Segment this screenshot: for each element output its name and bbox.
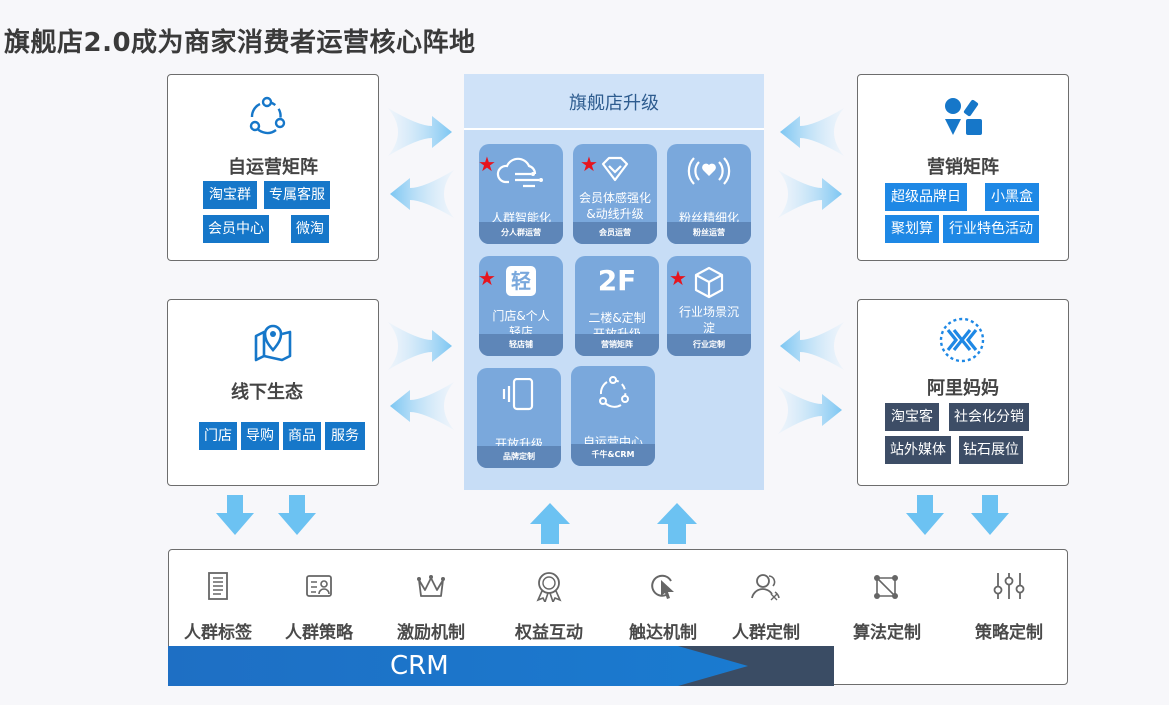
tag-member-center: 会员中心 — [203, 215, 269, 243]
arrow-left-bottom-left — [390, 382, 454, 430]
id-card-icon — [264, 570, 374, 606]
mechanism-label: 人群定制 — [732, 623, 800, 643]
tag-offsite-media: 站外媒体 — [885, 436, 951, 464]
circular-nodes-icon — [246, 95, 288, 137]
arrow-left-bottom-right — [388, 322, 452, 370]
tile-footer: 粉丝运营 — [667, 222, 751, 244]
arrow-left-top-left — [390, 170, 454, 218]
star-icon: ★ — [478, 266, 496, 290]
tag-taobaoke: 淘宝客 — [885, 403, 939, 431]
tag-weitao: 微淘 — [291, 215, 329, 243]
2f-icon: 2F — [597, 264, 637, 297]
tag-juhuasuan: 聚划算 — [885, 215, 939, 243]
arrow-left-top-right — [388, 108, 452, 156]
tag-shopping-guide: 导购 — [241, 422, 279, 450]
mechanism-label: 触达机制 — [629, 623, 697, 643]
tile-industry-scene: 行业场景沉淀 行业定制 — [667, 256, 751, 356]
mechanism-label: 权益互动 — [515, 623, 583, 643]
arrow-right-bottom-left — [780, 322, 844, 370]
tag-industry-activities: 行业特色活动 — [943, 215, 1039, 243]
marketing-panel: 营销矩阵 超级品牌日 小黑盒 聚划算 行业特色活动 — [857, 74, 1069, 261]
mechanism-label: 人群策略 — [285, 623, 353, 643]
offline-title: 线下生态 — [231, 382, 303, 403]
tile-open-upgrade: 开放升级 品牌定制 — [477, 368, 561, 468]
arrow-up-1 — [530, 503, 570, 544]
arrow-right-top-left — [780, 108, 844, 156]
tag-super-brand-day: 超级品牌日 — [885, 183, 967, 211]
tag-taobao-group: 淘宝群 — [203, 181, 257, 209]
star-icon: ★ — [478, 152, 496, 176]
map-pin-icon — [252, 320, 294, 362]
tile-self-ops-center: 自运营中心 千牛&CRM — [571, 366, 655, 466]
receipt-icon — [163, 570, 273, 606]
arrow-up-2 — [657, 503, 697, 544]
crm-arrow — [168, 646, 748, 686]
tile-footer: 品牌定制 — [477, 446, 561, 468]
phone-vibrate-icon — [477, 377, 561, 416]
circular-nodes-icon — [571, 376, 655, 414]
tile-label: 会员体感强化&动线升级 — [578, 191, 651, 221]
tile-footer: 行业定制 — [667, 334, 751, 356]
tile-footer: 轻店铺 — [479, 334, 563, 356]
qing-icon: 轻 — [479, 266, 563, 296]
tile-footer: 分人群运营 — [479, 222, 563, 244]
arrow-down-2 — [278, 495, 316, 535]
tag-goods: 商品 — [283, 422, 321, 450]
arrow-right-top-right — [778, 170, 842, 218]
cloud-circuit-icon — [479, 154, 563, 194]
mechanism-label: 人群标签 — [184, 623, 252, 643]
mechanism-label: 激励机制 — [397, 623, 465, 643]
tile-fans-refinement: 粉丝精细化 粉丝运营 — [667, 144, 751, 244]
alimama-panel: 阿里妈妈 淘宝客 社会化分销 站外媒体 钻石展位 — [857, 299, 1069, 486]
tag-diamond-booth: 钻石展位 — [959, 436, 1023, 464]
tile-label: 人群智能化 — [490, 211, 551, 225]
marketing-title: 营销矩阵 — [927, 157, 999, 178]
users-icon — [711, 570, 821, 606]
tag-dedicated-service: 专属客服 — [264, 181, 330, 209]
tag-little-black-box: 小黑盒 — [985, 183, 1039, 211]
tile-crowd-intelligence: 人群智能化 分人群运营 — [479, 144, 563, 244]
crown-icon — [376, 570, 486, 606]
flagship-upgrade-header: 旗舰店升级 — [464, 74, 764, 130]
arrow-down-1 — [216, 495, 254, 535]
self-ops-title: 自运营矩阵 — [228, 157, 318, 178]
mechanism-label: 策略定制 — [975, 623, 1043, 643]
crm-label: CRM — [390, 651, 449, 681]
tile-store-light: 轻 门店&个人轻店 轻店铺 — [479, 256, 563, 356]
self-ops-panel: 自运营矩阵 淘宝群 专属客服 会员中心 微淘 — [167, 74, 379, 261]
broadcast-heart-icon — [667, 154, 751, 192]
tag-store: 门店 — [199, 422, 237, 450]
medal-icon — [494, 570, 604, 606]
tile-footer: 营销矩阵 — [575, 334, 659, 356]
arrow-down-4 — [971, 495, 1009, 535]
offline-panel: 线下生态 门店 导购 商品 服务 — [167, 299, 379, 486]
flagship-upgrade-column: 旗舰店升级 人群智能化 分人群运营 会员体感强化&动线升级 会员运营 — [464, 74, 764, 490]
tile-member-experience: 会员体感强化&动线升级 会员运营 — [573, 144, 657, 244]
alimama-logo-icon — [938, 316, 986, 364]
tag-service: 服务 — [325, 422, 365, 450]
tile-footer: 千牛&CRM — [571, 444, 655, 466]
mechanism-label: 算法定制 — [853, 623, 921, 643]
shapes-icon — [944, 97, 984, 137]
cursor-circle-icon — [608, 570, 718, 606]
tile-footer: 会员运营 — [573, 222, 657, 244]
page-title: 旗舰店2.0成为商家消费者运营核心阵地 — [4, 28, 476, 58]
tile-label: 粉丝精细化 — [678, 211, 739, 225]
arrow-down-3 — [906, 495, 944, 535]
cube-icon — [667, 266, 751, 304]
star-icon: ★ — [669, 266, 687, 290]
diamond-icon — [573, 154, 657, 192]
tile-label: 行业场景沉淀 — [679, 305, 740, 335]
sliders-icon — [954, 570, 1064, 606]
alimama-title: 阿里妈妈 — [927, 378, 999, 399]
node-graph-icon — [832, 570, 942, 606]
star-icon: ★ — [580, 152, 598, 176]
tag-social-distribution: 社会化分销 — [949, 403, 1029, 431]
arrow-right-bottom-right — [778, 386, 842, 434]
